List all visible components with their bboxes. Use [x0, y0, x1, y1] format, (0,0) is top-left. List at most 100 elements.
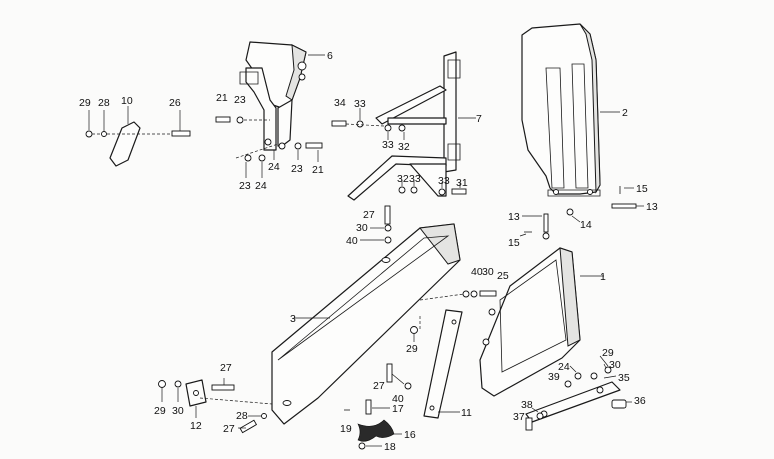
- nut-23-right: [294, 142, 302, 150]
- label-2: 2: [622, 107, 628, 119]
- washer-24-lower-right: [574, 372, 582, 380]
- nut-29-lower-right: [604, 366, 612, 374]
- label-24-upper: 24: [268, 161, 280, 173]
- washer-40-upper: [384, 236, 392, 244]
- label-33-right: 33: [438, 175, 450, 187]
- label-39: 39: [548, 371, 560, 383]
- label-27-mid: 27: [373, 380, 385, 392]
- label-25: 25: [497, 270, 509, 282]
- label-21-lower: 21: [312, 164, 324, 176]
- bolt-31: [451, 188, 467, 195]
- label-1: 1: [600, 271, 606, 283]
- washer-33-lower: [410, 186, 418, 194]
- label-6: 6: [327, 50, 333, 62]
- label-15-upper: 15: [636, 183, 648, 195]
- label-10: 10: [121, 95, 133, 107]
- label-21-upper: 21: [216, 92, 228, 104]
- label-23-lower: 23: [239, 180, 251, 192]
- part-12-plate: [185, 379, 273, 418]
- label-28-lower: 28: [236, 410, 248, 422]
- label-31: 31: [456, 177, 468, 189]
- bolt-26: [171, 130, 191, 137]
- nut-29-lower-left: [158, 380, 166, 388]
- washer-40-lower: [404, 382, 412, 390]
- nut-32-upper: [398, 124, 406, 132]
- part-16-spring: [357, 419, 402, 442]
- part-10-bracket: [92, 106, 178, 167]
- washer-23-mid: [278, 142, 286, 150]
- label-13-right: 13: [646, 201, 658, 213]
- part-3-side-rail: [271, 223, 461, 425]
- label-37: 37: [513, 411, 525, 423]
- label-23-right: 23: [291, 163, 303, 175]
- washer-33-left: [384, 124, 392, 132]
- washer-33-upper: [356, 120, 364, 128]
- label-11: 11: [461, 407, 472, 419]
- hardware: [85, 108, 644, 450]
- label-16: 16: [404, 429, 416, 441]
- bolt-21-right: [305, 142, 323, 149]
- bolt-36: [611, 399, 627, 409]
- label-30-lower-right: 30: [609, 359, 621, 371]
- bolt-34: [331, 120, 347, 127]
- label-40-right: 40: [471, 266, 483, 278]
- washer-28-left: [101, 131, 107, 137]
- label-23-upper: 23: [234, 94, 246, 106]
- label-36: 36: [634, 395, 646, 407]
- bolt-25: [479, 290, 497, 297]
- label-17: 17: [392, 403, 404, 415]
- label-33-lower: 33: [409, 173, 421, 185]
- label-28-upper: 28: [98, 97, 110, 109]
- washer-38: [536, 412, 544, 420]
- label-33-mid: 33: [382, 139, 394, 151]
- washer-30-upper: [384, 224, 392, 232]
- part-35-bracket: [525, 375, 621, 423]
- label-40-upper: 40: [346, 235, 358, 247]
- nut-18: [358, 442, 366, 450]
- label-29-right: 29: [602, 347, 614, 359]
- label-32-upper: 32: [398, 141, 410, 153]
- bolt-27-left: [211, 384, 235, 391]
- nut-29-left: [85, 130, 93, 138]
- label-35: 35: [618, 372, 630, 384]
- label-30-upper: 30: [356, 222, 368, 234]
- label-27-bottom: 27: [223, 423, 235, 435]
- washer-33-right: [438, 188, 446, 196]
- label-26: 26: [169, 97, 181, 109]
- label-29-center: 29: [406, 343, 418, 355]
- nut-29-center: [410, 326, 418, 334]
- part-11-strip: [423, 309, 463, 419]
- label-30-lower-left: 30: [172, 405, 184, 417]
- washer-14-upper: [566, 208, 574, 216]
- label-12: 12: [190, 420, 202, 432]
- washer-30-right: [470, 290, 478, 298]
- label-40-lower: 40: [392, 393, 404, 405]
- bolt-27-bottom: [239, 419, 258, 434]
- washer-39: [564, 380, 572, 388]
- label-27-left: 27: [220, 362, 232, 374]
- label-19: 19: [340, 423, 352, 435]
- part-6-bracket: [239, 41, 325, 151]
- label-24-lower: 24: [255, 180, 267, 192]
- bolt-13-left: [543, 213, 549, 233]
- bolt-37: [525, 417, 533, 431]
- label-32-lower: 32: [397, 173, 409, 185]
- label-27-upper: 27: [363, 209, 375, 221]
- nut-32-lower: [398, 186, 406, 194]
- bolt-13-right: [611, 203, 637, 209]
- part-labels: 1 2 3 6 7 10 11 12 13 13 14 15 15 16 17 …: [79, 50, 658, 453]
- washer-14-lower: [542, 232, 550, 240]
- label-18: 18: [384, 441, 396, 453]
- part-2-cover: [521, 23, 620, 197]
- bolt-21-upper: [215, 116, 231, 123]
- part-7-frame: [347, 51, 476, 201]
- label-38: 38: [521, 399, 533, 411]
- bolt-27-lower: [386, 363, 393, 383]
- label-14: 14: [580, 219, 592, 231]
- bolt-17: [365, 399, 372, 415]
- label-7: 7: [476, 113, 482, 125]
- washer-30-lower-left: [174, 380, 182, 388]
- washer-24-low: [258, 154, 266, 162]
